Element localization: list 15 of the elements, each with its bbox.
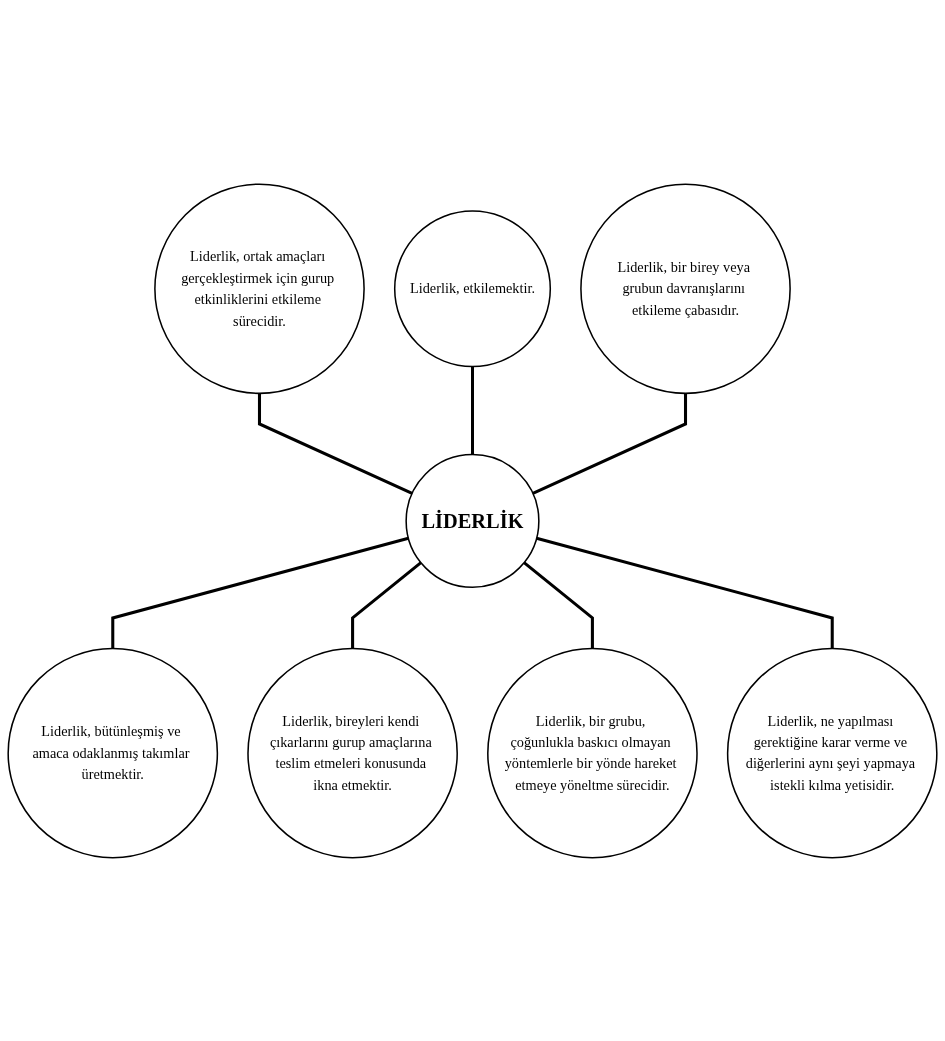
connector xyxy=(351,561,422,649)
connector xyxy=(111,536,409,649)
connector xyxy=(257,392,413,495)
node-circle: LİDERLİK xyxy=(405,453,540,588)
connector xyxy=(536,536,834,649)
node-circle: Liderlik, ne yapılması gerektiğine karar verme ve diğerlerini aynı şeyi yapmaya istekli kılma yetisidir. xyxy=(726,647,938,859)
node-circle: Liderlik, bütünleşmiş ve amaca odaklanmış takımlar üretmektir. xyxy=(7,647,219,859)
connector xyxy=(532,392,688,495)
node-circle: Liderlik, ortak amaçları gerçekleştirmek için gurup etkinliklerini etkileme sürecidir. xyxy=(154,182,365,394)
connector xyxy=(523,561,594,649)
node-circle: Liderlik, bir grubu, çoğunlukla baskıcı olmayan yöntemlerle bir yönde hareket etmeye yöneltme sürecidir. xyxy=(487,647,698,859)
node-circle: Liderlik, bir birey veya grubun davranışlarını etkileme çabasıdır. xyxy=(580,182,791,394)
connector xyxy=(470,366,475,455)
node-circle: Liderlik, etkilemektir. xyxy=(393,209,552,367)
node-circle: Liderlik, bireyleri kendi çıkarlarını gurup amaçlarına teslim etmeleri konusunda ikna etmektir. xyxy=(247,647,458,859)
